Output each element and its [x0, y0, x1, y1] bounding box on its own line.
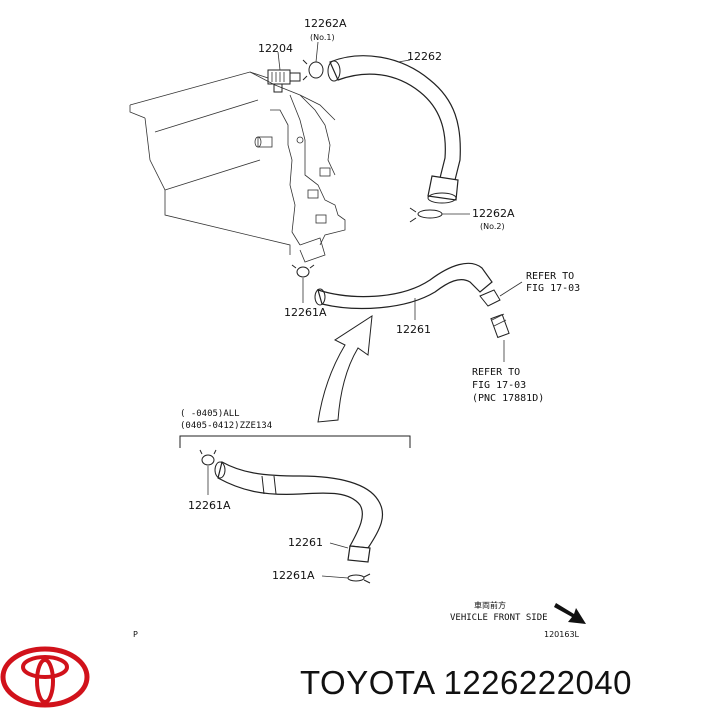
label-bracket-line1: ( -0405)ALL: [180, 409, 240, 419]
label-front-en: VEHICLE FRONT SIDE: [450, 613, 548, 623]
label-12261A-upper: 12261A: [284, 306, 327, 319]
label-front-cjk: 車両前方: [474, 600, 506, 610]
clamp-12262A-no2: [409, 207, 470, 223]
clamp-12262A-no1: [302, 41, 324, 81]
engine-block: [129, 71, 346, 263]
toyota-logo: [0, 646, 90, 708]
connector-parts: [479, 281, 523, 362]
label-12262: 12262: [407, 50, 442, 63]
hose-12261-middle: [314, 262, 493, 320]
label-no1: (No.1): [310, 33, 335, 42]
label-fig-code: 120163L: [544, 630, 580, 639]
label-p-mark: P: [133, 630, 138, 639]
label-12261A-lower1: 12261A: [188, 499, 231, 512]
label-12204: 12204: [258, 42, 293, 55]
hose-12262: [327, 55, 461, 204]
clamp-12261A-lower1: [199, 449, 217, 495]
label-refer2-line3: (PNC 17881D): [472, 393, 544, 404]
clamp-12261A-upper: [291, 264, 315, 303]
label-12261-upper: 12261: [396, 323, 431, 336]
vehicle-front-arrow: [554, 603, 586, 624]
label-12261A-lower2: 12261A: [272, 569, 315, 582]
brand-part-number: TOYOTA 1226222040: [300, 664, 633, 701]
direction-arrow: [317, 315, 373, 423]
label-refer2-line1: REFER TO: [472, 367, 520, 378]
label-12262A-top: 12262A: [304, 17, 347, 30]
fitting-12204: [267, 51, 301, 93]
label-refer1-line1: REFER TO: [526, 271, 574, 282]
label-12262A-mid: 12262A: [472, 207, 515, 220]
label-refer2-line2: FIG 17-03: [472, 380, 526, 391]
label-bracket-line2: (0405-0412)ZZE134: [180, 421, 272, 431]
label-refer1-line2: FIG 17-03: [526, 283, 580, 294]
hose-12261-lower: [214, 461, 383, 563]
variant-bracket: [179, 435, 411, 448]
clamp-12261A-lower2: [321, 573, 371, 584]
label-no2: (No.2): [480, 222, 505, 231]
label-12261-lower: 12261: [288, 536, 323, 549]
